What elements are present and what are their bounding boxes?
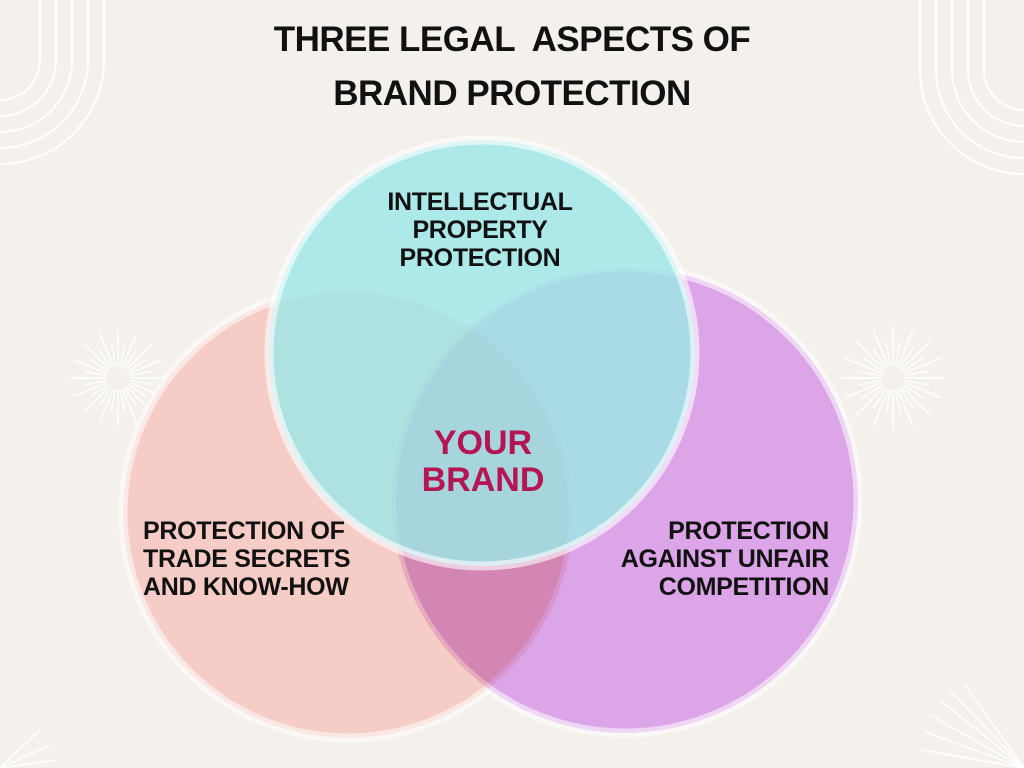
starburst-ray — [124, 387, 138, 407]
starburst-ray — [89, 358, 109, 372]
starburst-ray — [903, 357, 942, 375]
starburst-ray — [900, 385, 931, 416]
label-unfair-line-1: PROTECTION — [668, 517, 829, 545]
starburst-ray — [84, 379, 107, 386]
starburst-ray — [885, 389, 892, 414]
top-right-arch-decoration — [919, 0, 1024, 175]
starburst-ray — [83, 343, 111, 371]
starburst-ray — [121, 333, 138, 368]
label-trade-secrets: PROTECTION OF TRADE SECRETS AND KNOW-HOW — [143, 517, 351, 601]
starburst-ray — [896, 329, 914, 368]
starburst-ray — [127, 358, 147, 372]
starburst-ray — [855, 340, 886, 371]
starburst-ray — [904, 370, 929, 377]
right-starburst-decoration — [841, 326, 945, 430]
bottom-right-rays-decoration — [921, 684, 1024, 768]
starburst-ray — [98, 388, 115, 423]
starburst-ray — [129, 379, 152, 386]
label-trade-line-3: AND KNOW-HOW — [143, 573, 349, 601]
starburst-ray — [885, 342, 892, 367]
label-ip-line-3: PROTECTION — [399, 244, 561, 272]
starburst-ray — [127, 384, 147, 398]
page-title-line-1: THREE LEGAL ASPECTS OF — [273, 20, 751, 59]
starburst-ray — [872, 387, 887, 409]
starburst-ray — [110, 344, 117, 367]
starburst-ray — [128, 358, 163, 375]
starburst-ray — [119, 344, 126, 367]
starburst-ray — [857, 370, 882, 377]
starburst-ray — [862, 384, 884, 399]
starburst-ray — [844, 381, 883, 399]
starburst-ray — [894, 389, 901, 414]
starburst-ray — [83, 385, 111, 413]
page-title-line-2: BRAND PROTECTION — [333, 74, 691, 113]
center-label-your-brand: YOUR BRAND — [383, 425, 583, 499]
starburst-ray — [872, 347, 887, 369]
label-trade-line-1: PROTECTION OF — [143, 517, 345, 545]
starburst-ray — [73, 381, 108, 398]
starburst-ray — [124, 349, 138, 369]
starburst-ray — [98, 349, 112, 369]
center-line-2: BRAND — [421, 461, 545, 499]
starburst-ray — [119, 389, 126, 412]
starburst-ray — [872, 329, 890, 368]
label-ip-line-2: PROPERTY — [412, 216, 548, 244]
starburst-ray — [904, 379, 929, 386]
starburst-ray — [125, 343, 153, 371]
label-unfair-competition: PROTECTION AGAINST UNFAIR COMPETITION — [620, 517, 830, 601]
starburst-ray — [899, 387, 914, 409]
starburst-ray — [894, 342, 901, 367]
starburst-ray — [98, 333, 115, 368]
starburst-ray — [89, 384, 109, 398]
label-intellectual-property: INTELLECTUAL PROPERTY PROTECTION — [340, 188, 620, 272]
bottom-left-rays-decoration — [0, 729, 56, 768]
starburst-ray — [899, 347, 914, 369]
starburst-ray — [902, 357, 924, 372]
starburst-ray — [98, 387, 112, 407]
starburst-ray — [844, 357, 883, 375]
starburst-ray — [84, 370, 107, 377]
starburst-ray — [855, 385, 886, 416]
starburst-ray — [857, 379, 882, 386]
starburst-ray — [902, 384, 924, 399]
top-left-arch-decoration — [0, 0, 105, 165]
starburst-ray — [872, 388, 890, 427]
starburst-ray — [110, 389, 117, 412]
starburst-ray — [900, 340, 931, 371]
label-unfair-line-3: COMPETITION — [658, 573, 830, 601]
left-starburst-decoration — [70, 330, 166, 426]
label-ip-line-1: INTELLECTUAL — [387, 188, 573, 216]
starburst-ray — [903, 381, 942, 399]
starburst-ray — [73, 358, 108, 375]
starburst-ray — [121, 388, 138, 423]
starburst-ray — [129, 370, 152, 377]
circle-intellectual-property — [264, 135, 700, 571]
label-trade-line-2: TRADE SECRETS — [143, 545, 351, 573]
starburst-ray — [896, 388, 914, 427]
starburst-ray — [862, 357, 884, 372]
center-line-1: YOUR — [433, 424, 533, 462]
label-unfair-line-2: AGAINST UNFAIR — [620, 545, 830, 573]
